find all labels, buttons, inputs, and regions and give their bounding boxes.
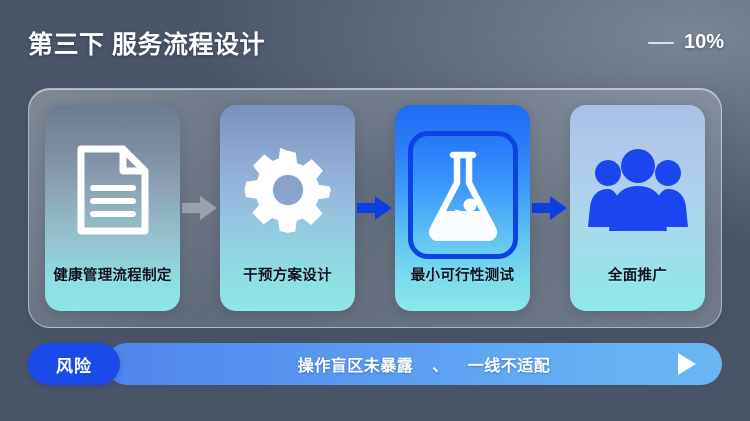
flow-step-3[interactable]: 最小可行性测试 bbox=[395, 105, 530, 311]
flow-step-2[interactable]: 干预方案设计 bbox=[220, 105, 355, 311]
slide-header: 第三下 服务流程设计 10% bbox=[0, 0, 750, 85]
risk-badge[interactable]: 风险 bbox=[28, 343, 120, 385]
risk-separator: 、 bbox=[432, 358, 449, 375]
risk-bar: 风险 操作盲区未暴露 、 一线不适配 bbox=[28, 343, 722, 385]
gear-icon-container bbox=[232, 131, 344, 249]
play-triangle-icon[interactable] bbox=[678, 353, 696, 375]
flow-arrow-2 bbox=[355, 195, 395, 221]
flow-step-1-label: 健康管理流程制定 bbox=[53, 268, 172, 284]
horizontal-dash-icon bbox=[647, 41, 674, 44]
flask-icon-container bbox=[407, 131, 518, 259]
flow-step-4[interactable]: 全面推广 bbox=[570, 105, 705, 311]
flow-arrow-1 bbox=[180, 195, 220, 221]
arrow-right-icon bbox=[182, 196, 217, 220]
arrow-right-icon bbox=[532, 196, 567, 220]
document-icon-container bbox=[57, 131, 169, 249]
risk-item-2: 一线不适配 bbox=[467, 358, 551, 375]
page-title: 第三下 服务流程设计 bbox=[28, 30, 265, 59]
flask-icon bbox=[428, 151, 497, 241]
flow-arrow-3 bbox=[530, 195, 570, 221]
risk-text: 操作盲区未暴露 、 一线不适配 bbox=[298, 352, 550, 376]
risk-item-1: 操作盲区未暴露 bbox=[297, 358, 414, 375]
flow-step-1[interactable]: 健康管理流程制定 bbox=[45, 105, 180, 311]
flow-step-2-label: 干预方案设计 bbox=[243, 268, 332, 284]
flow-step-3-label: 最小可行性测试 bbox=[410, 268, 515, 284]
document-icon bbox=[77, 145, 148, 235]
risk-content-bar[interactable]: 操作盲区未暴露 、 一线不适配 bbox=[106, 343, 722, 385]
people-icon bbox=[587, 149, 688, 231]
progress-indicator: 10% bbox=[647, 31, 724, 54]
arrow-right-icon bbox=[357, 196, 392, 220]
gear-icon bbox=[244, 147, 331, 233]
flow-step-4-label: 全面推广 bbox=[607, 268, 668, 284]
people-icon-container bbox=[582, 131, 694, 249]
progress-value: 10% bbox=[683, 31, 724, 53]
process-flow-panel: 健康管理流程制定 干预方案设计 bbox=[28, 88, 722, 328]
